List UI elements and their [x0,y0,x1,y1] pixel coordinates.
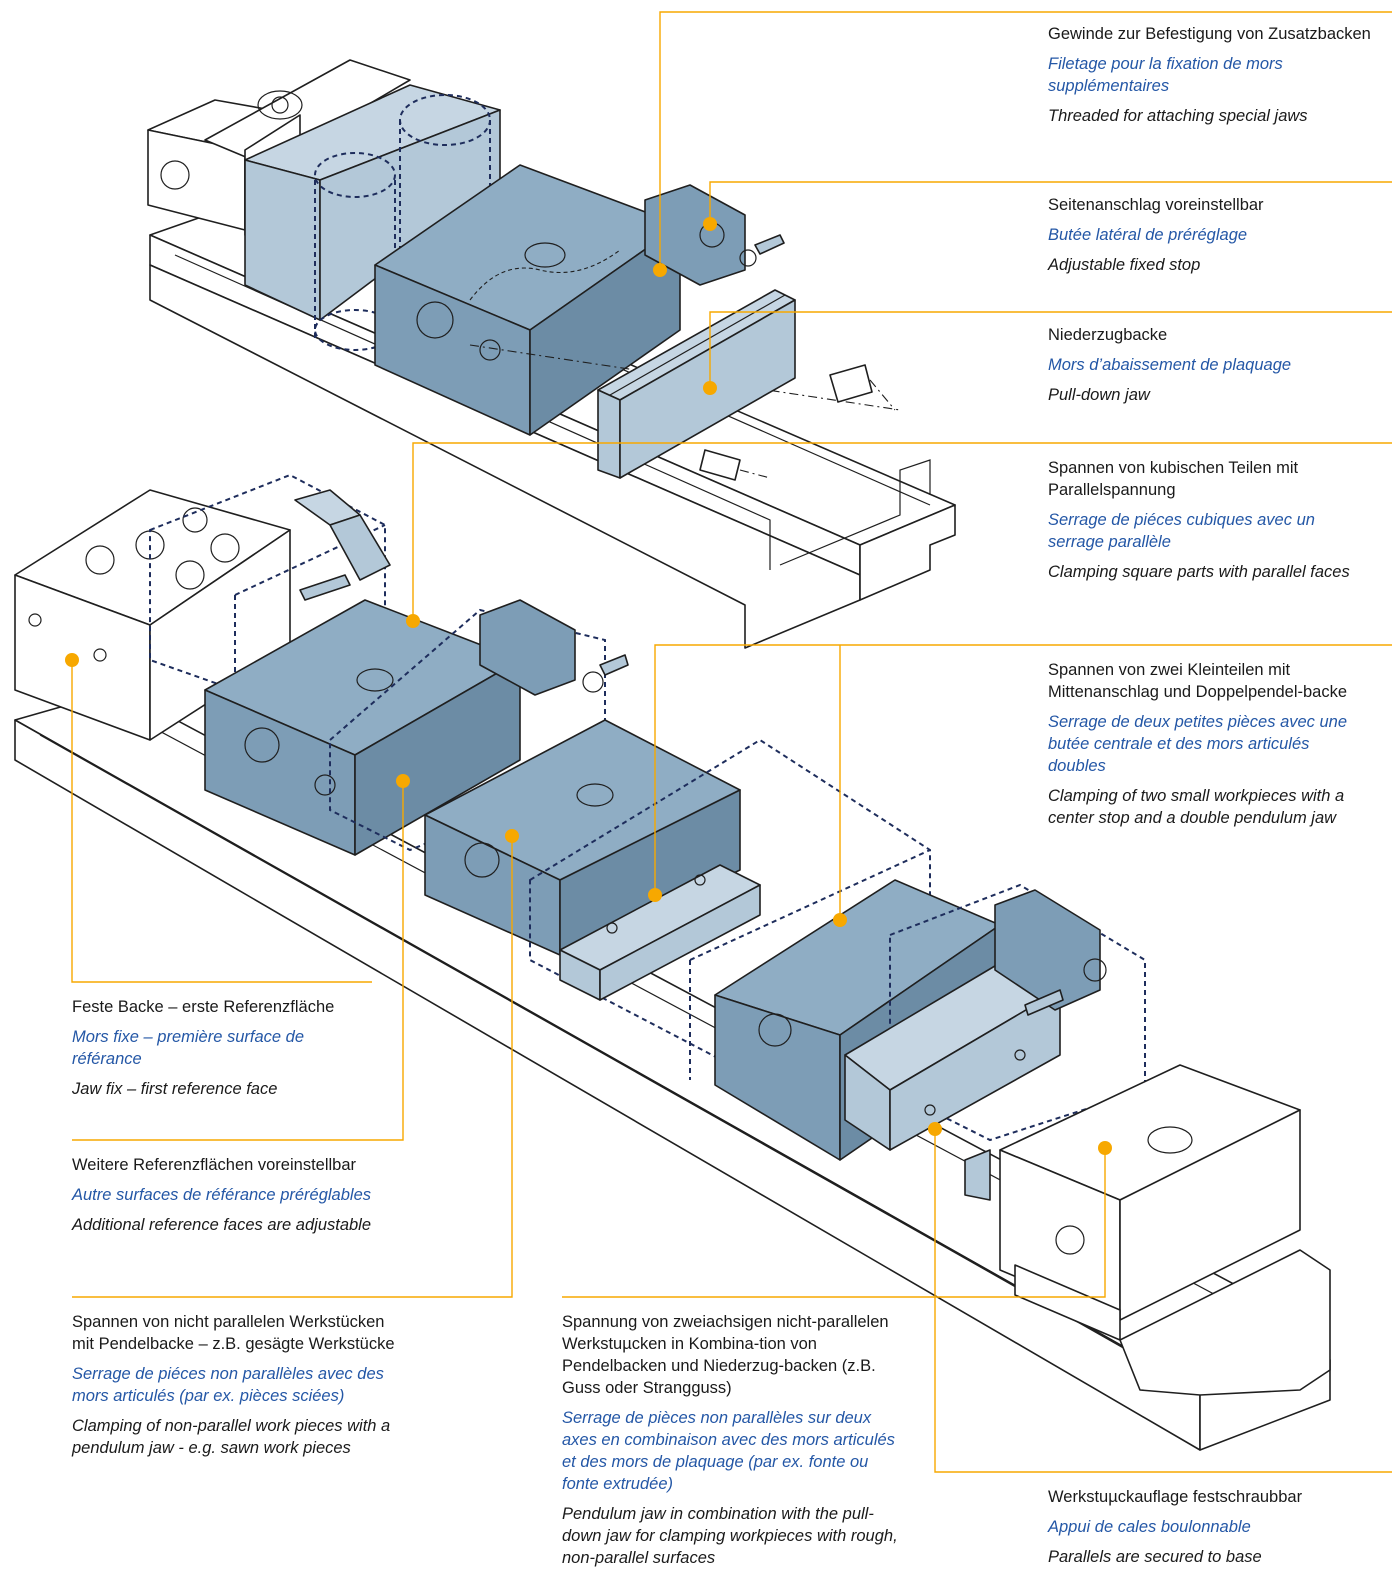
callout-parallels: Werkstuµckauflage festschraubbar Appui d… [1048,1486,1378,1568]
marker-dots [65,217,1112,1155]
callout-thread-de: Gewinde zur Befestigung von Zusatzbacken [1048,25,1371,43]
callout-fixed-jaw-en: Jaw fix – first reference face [72,1080,278,1098]
marker-more-ref [396,774,410,788]
leader-lines [71,11,1392,1473]
lower-pull-down-jaw-right-side [889,989,1061,1151]
callout-thread: Gewinde zur Befestigung von Zusatzbacken… [1048,23,1378,127]
callout-cubic: Spannen von kubischen Teilen mit Paralle… [1048,457,1368,583]
callout-biaxial-fr: Serrage de pièces non parallèles sur deu… [562,1409,895,1493]
callout-fixed-jaw: Feste Backe – erste Referenzfläche Mors … [72,996,372,1100]
upper-dark-jaw-side [529,224,681,436]
callout-two-small: Spannen von zwei Kleinteilen mit Mittena… [1048,659,1366,829]
callout-cubic-en: Clamping square parts with parallel face… [1048,563,1350,581]
callout-fixed-jaw-de: Feste Backe – erste Referenzfläche [72,998,335,1016]
callout-parallels-de: Werkstuµckauflage festschraubbar [1048,1488,1303,1506]
lower-small-stop [479,599,576,696]
lower-vise [14,473,1331,1451]
callout-pull-down-fr: Mors d’abaissement de plaquage [1048,356,1292,374]
callout-fixed-jaw-fr: Mors fixe – première surface de référanc… [72,1028,305,1068]
marker-two-small [648,888,662,902]
callout-two-small-de: Spannen von zwei Kleinteilen mit Mittena… [1048,661,1348,701]
callout-side-stop-en: Adjustable fixed stop [1048,256,1201,274]
callout-side-stop-fr: Butée latéral de préréglage [1048,226,1248,244]
upper-pull-down-jaw-front [597,389,621,479]
lower-side-stop-right [994,889,1101,1011]
marker-two-small-2 [833,913,847,927]
callout-two-small-en: Clamping of two small workpieces with a … [1048,787,1345,827]
marker-parallels [928,1122,942,1136]
callout-non-parallel: Spannen von nicht parallelen Werkstücken… [72,1311,407,1459]
callout-pull-down: Niederzugbacke Mors d’abaissement de pla… [1048,324,1378,406]
marker-cubic [406,614,420,628]
callout-more-ref-de: Weitere Referenzflächen voreinstellbar [72,1156,357,1174]
callout-cubic-fr: Serrage de piéces cubiques avec un serra… [1048,511,1315,551]
marker-pull-down [703,381,717,395]
callout-parallels-fr: Appui de cales boulonnable [1048,1518,1251,1536]
callout-biaxial-de: Spannung von zweiachsigen nicht-parallel… [562,1313,889,1397]
callout-more-ref-en: Additional reference faces are adjustabl… [72,1216,372,1234]
callout-thread-fr: Filetage pour la fixation de mors supplé… [1048,55,1283,95]
marker-biaxial [1098,1141,1112,1155]
callout-side-stop-de: Seitenanschlag voreinstellbar [1048,196,1264,214]
callout-two-small-fr: Serrage de deux petites pièces avec une … [1048,713,1348,775]
callout-biaxial: Spannung von zweiachsigen nicht-parallel… [562,1311,902,1569]
lower-pull-down-bar-side [599,884,761,1001]
callout-thread-en: Threaded for attaching special jaws [1048,107,1308,125]
callout-cubic-de: Spannen von kubischen Teilen mit Paralle… [1048,459,1299,499]
upper-screw-2 [699,449,771,481]
marker-non-parallel [505,829,519,843]
upper-vise [147,59,956,649]
callout-more-ref-fr: Autre surfaces de référance préréglables [72,1186,371,1204]
lower-dark-jaw-2-side [559,789,741,956]
marker-thread [653,263,667,277]
callout-non-parallel-de: Spannen von nicht parallelen Werkstücken… [72,1313,395,1353]
callout-non-parallel-fr: Serrage de piéces non parallèles avec de… [72,1365,384,1405]
callout-pull-down-de: Niederzugbacke [1048,326,1168,344]
callout-non-parallel-en: Clamping of non-parallel work pieces wit… [72,1417,391,1457]
callout-biaxial-en: Pendulum jaw in combination with the pul… [562,1505,898,1567]
callout-pull-down-en: Pull-down jaw [1048,386,1150,404]
lower-movable-jaw-side [1119,1109,1301,1321]
callout-side-stop: Seitenanschlag voreinstellbar Butée laté… [1048,194,1378,276]
callout-parallels-en: Parallels are secured to base [1048,1548,1262,1566]
marker-side-stop [703,217,717,231]
callout-more-ref: Weitere Referenzflächen voreinstellbar A… [72,1154,417,1236]
upper-screw-1 [829,364,896,411]
marker-fixed-jaw [65,653,79,667]
upper-vise-base-end [859,504,956,601]
upper-side-stop [644,184,746,286]
